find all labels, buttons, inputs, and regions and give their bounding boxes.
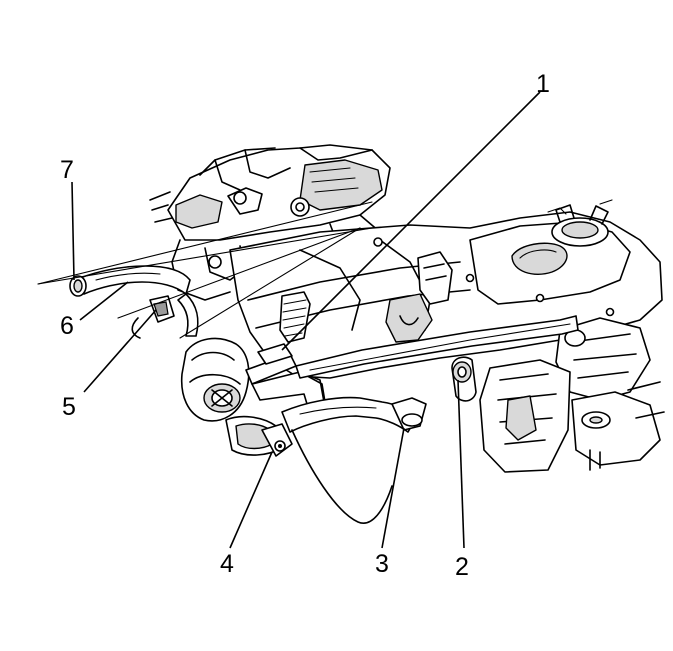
callout-6: 6 xyxy=(60,312,74,340)
leader-6 xyxy=(79,281,129,321)
callout-3: 3 xyxy=(375,550,389,578)
exhaust-assembly xyxy=(69,265,579,524)
leader-2 xyxy=(457,379,465,549)
callout-5: 5 xyxy=(62,393,76,421)
leader-3 xyxy=(381,427,405,549)
callout-4: 4 xyxy=(220,550,234,578)
leader-7 xyxy=(71,181,75,281)
callout-labels: 1 2 3 4 5 6 7 xyxy=(60,70,550,581)
leader-1 xyxy=(281,91,541,351)
callout-1: 1 xyxy=(536,70,550,98)
callout-2: 2 xyxy=(455,553,469,581)
engine-transmission-assembly xyxy=(149,144,391,301)
callout-7: 7 xyxy=(60,156,74,184)
leader-4 xyxy=(229,451,273,549)
hanger-insulator xyxy=(451,356,477,402)
assembly-lines xyxy=(37,201,373,339)
leader-5 xyxy=(83,309,157,393)
leader-lines xyxy=(71,91,541,549)
